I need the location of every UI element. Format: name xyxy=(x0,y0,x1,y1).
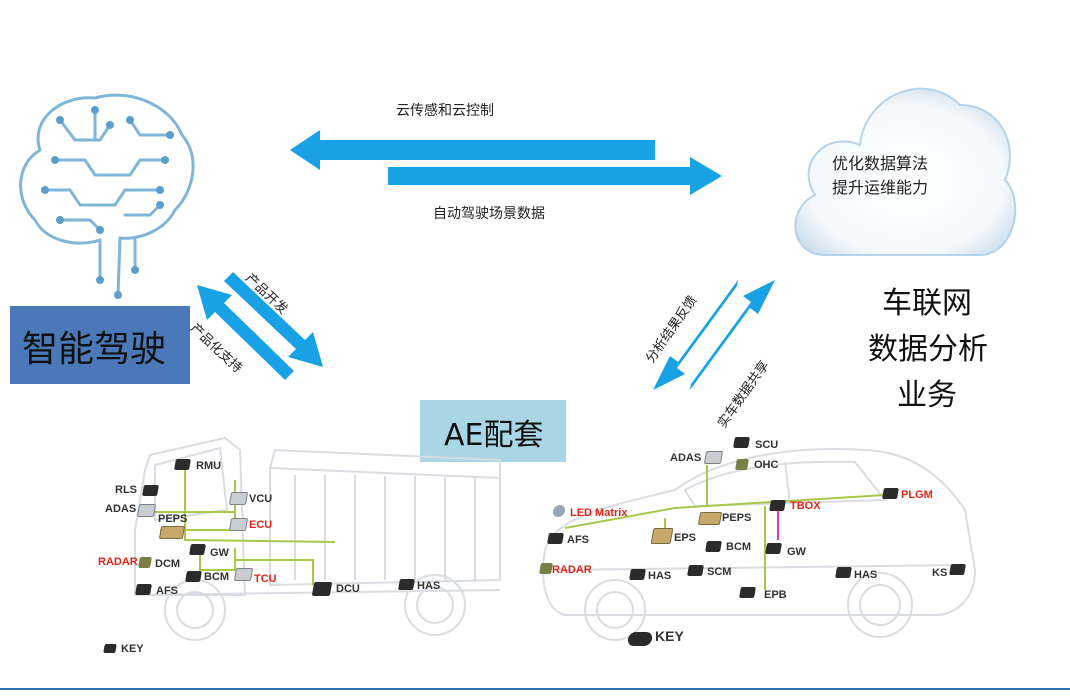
autonomous-driving-box: 智能驾驶 xyxy=(10,306,190,384)
car-label-gw: GW xyxy=(787,546,806,558)
cloud-text-line1: 优化数据算法 xyxy=(832,154,929,173)
car-label-peps: PEPS xyxy=(722,512,752,524)
car-eps-module xyxy=(650,528,674,544)
car-label-epb: EPB xyxy=(764,589,787,601)
right-diagonal-arrows xyxy=(653,280,775,390)
arrow-right-scene-data xyxy=(388,157,722,195)
truck-vcu-module xyxy=(228,492,249,505)
car-scu-module xyxy=(733,437,750,448)
ae-matching-box: AE配套 xyxy=(420,400,566,462)
arrow-left-cloud-control xyxy=(290,130,655,170)
car-label-tbox: TBOX xyxy=(790,500,821,512)
arrow-label-scene-data: 自动驾驶场景数据 xyxy=(433,206,545,222)
truck-label-adas: ADAS xyxy=(105,503,137,515)
car-outline xyxy=(542,448,977,641)
cloud-text-line2: 提升运维能力 xyxy=(832,178,929,197)
ivs-title-line2: 数据分析 xyxy=(868,332,988,367)
truck-gw-module xyxy=(189,544,206,555)
car-label-bcm: BCM xyxy=(726,541,752,553)
car-label-ohc: OHC xyxy=(754,459,779,471)
arrow-label-cloud-control: 云传感和云控制 xyxy=(396,103,494,119)
truck-label-vcu: VCU xyxy=(249,493,273,505)
truck-label-rls: RLS xyxy=(115,484,137,496)
arrow-analysis-feedback xyxy=(653,280,738,390)
truck-dcu-module xyxy=(311,582,333,596)
car-tbox-module xyxy=(769,500,786,511)
ivs-title-line1: 车联网 xyxy=(882,286,972,321)
ivs-title-line3: 业务 xyxy=(897,378,957,413)
car-peps-module xyxy=(697,512,723,525)
horizontal-arrows xyxy=(290,130,722,195)
car-label-led-matrix: LED Matrix xyxy=(570,507,628,519)
car-label-has-front: HAS xyxy=(648,570,672,582)
car-ks-module xyxy=(949,564,966,575)
truck-label-ecu: ECU xyxy=(249,519,273,531)
truck-label-has: HAS xyxy=(417,580,441,592)
arrow-vehicle-data-share xyxy=(690,280,775,390)
car-ohc-module xyxy=(735,459,749,470)
truck-ecu-module xyxy=(228,518,249,531)
car-scm-module xyxy=(687,565,704,576)
car-label-adas: ADAS xyxy=(670,452,702,464)
arrow-product-dev xyxy=(224,272,323,367)
car-bcm-module xyxy=(705,541,722,552)
car-label-plgm: PLGM xyxy=(901,489,933,501)
truck-peps-module xyxy=(158,526,186,539)
truck-label-gw: GW xyxy=(210,547,229,559)
car-epb-module xyxy=(739,587,756,598)
truck-afs-module xyxy=(135,584,152,595)
car-label-scm: SCM xyxy=(707,566,732,578)
truck-label-key: KEY xyxy=(121,643,144,655)
truck-label-peps: PEPS xyxy=(158,513,188,525)
truck-label-bcm: BCM xyxy=(204,571,230,583)
truck-label-dcm: DCM xyxy=(155,558,181,570)
car-plgm-module xyxy=(882,488,899,499)
car-label-afs: AFS xyxy=(567,534,589,546)
truck-key-fob xyxy=(103,644,117,653)
truck-outline xyxy=(134,436,501,641)
arrow-product-support xyxy=(197,285,294,380)
truck-label-radar: RADAR xyxy=(98,556,138,568)
truck-adas-module xyxy=(136,504,157,517)
car-radar-module xyxy=(539,563,553,574)
car-label-scu: SCU xyxy=(755,439,779,451)
truck-bcm-module xyxy=(185,571,202,582)
truck-tcu-module xyxy=(233,568,254,581)
car-afs-module xyxy=(547,533,564,544)
car-has-rear-module xyxy=(835,567,852,578)
bottom-divider xyxy=(0,688,1070,690)
car-label-ks: KS xyxy=(932,567,948,579)
truck-label-tcu: TCU xyxy=(254,573,277,585)
car-label-has-rear: HAS xyxy=(854,569,878,581)
truck-label-dcu: DCU xyxy=(336,583,360,595)
truck-label-afs: AFS xyxy=(156,585,178,597)
ae-matching-label: AE配套 xyxy=(444,418,544,453)
truck-radar-module xyxy=(138,557,152,568)
brain-circuit-icon xyxy=(19,93,195,299)
truck-rls-module xyxy=(142,485,159,496)
car-label-radar: RADAR xyxy=(552,564,592,576)
truck-label-rmu: RMU xyxy=(196,460,222,472)
car-has-front-module xyxy=(629,569,646,580)
left-diagonal-arrows xyxy=(197,272,323,380)
car-label-key: KEY xyxy=(655,628,684,644)
car-adas-module xyxy=(703,451,724,464)
car-label-eps: EPS xyxy=(674,532,697,544)
cloud-icon xyxy=(794,87,1017,256)
truck-rmu-module xyxy=(174,459,191,470)
car-gw-module xyxy=(765,543,782,554)
autonomous-driving-label: 智能驾驶 xyxy=(22,329,167,370)
truck-has-module xyxy=(398,579,415,590)
